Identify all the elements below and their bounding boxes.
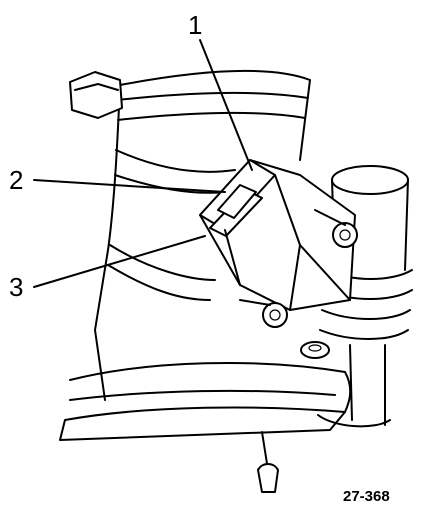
bolt-head xyxy=(69,71,123,119)
figure-id: 27-368 xyxy=(343,488,390,505)
callout-1-label: 1 xyxy=(188,10,203,40)
nut xyxy=(300,341,330,359)
callout-2-label: 2 xyxy=(9,165,24,195)
base-flange xyxy=(59,361,352,441)
leader-lines xyxy=(33,39,253,288)
sensor-connector xyxy=(199,159,358,328)
callout-3-label: 3 xyxy=(9,272,24,302)
drain-stem xyxy=(257,431,279,493)
